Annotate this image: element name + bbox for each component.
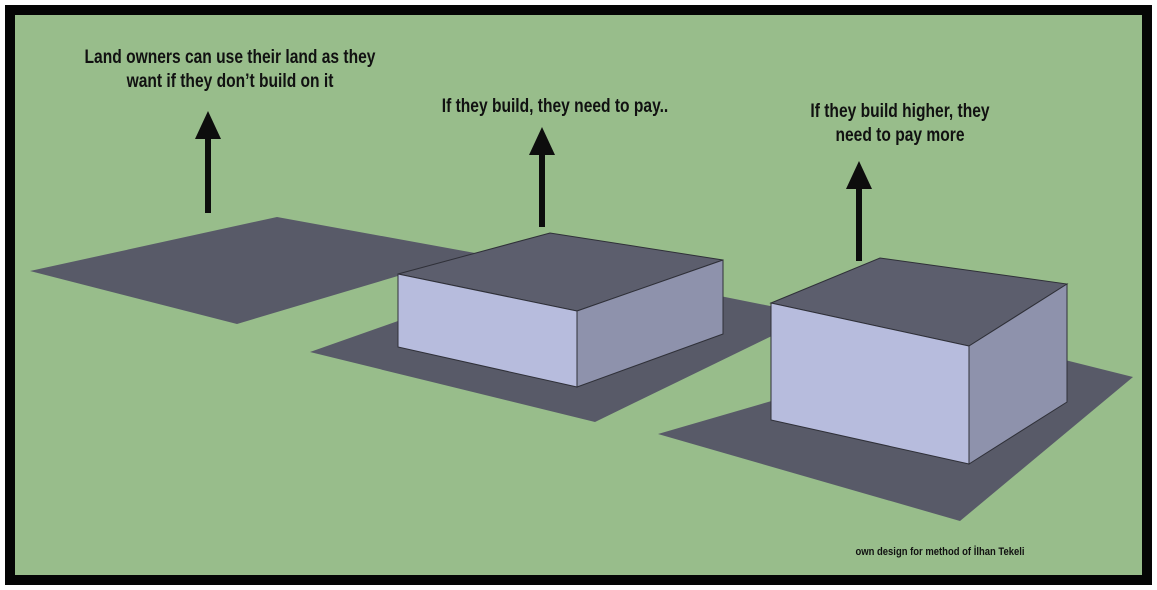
caption-line: Land owners can use their land as they [84, 47, 376, 68]
low-building-caption: If they build, they need to pay.. [428, 95, 682, 119]
arrow-up-icon [529, 127, 555, 227]
caption-line: need to pay more [835, 125, 965, 146]
diagram-scene [30, 111, 1133, 521]
design-credit: own design for method of İlhan Tekeli [855, 546, 1025, 558]
caption-line: want if they don’t build on it [126, 71, 334, 92]
arrow-up-icon [195, 111, 221, 213]
low-building [397, 232, 724, 388]
low-building-side [576, 259, 724, 388]
empty-land-caption: Land owners can use their land as they w… [54, 46, 407, 94]
tall-building-caption: If they build higher, they need to pay m… [777, 100, 1023, 148]
tall-building [769, 257, 1069, 465]
tall-building-side [968, 283, 1068, 465]
empty-land-plot [30, 217, 475, 324]
caption-line: If they build, they need to pay.. [441, 96, 669, 117]
arrow-up-icon [846, 161, 872, 261]
diagram-frame: Land owners can use their land as they w… [5, 5, 1152, 585]
caption-line: If they build higher, they [810, 101, 990, 122]
